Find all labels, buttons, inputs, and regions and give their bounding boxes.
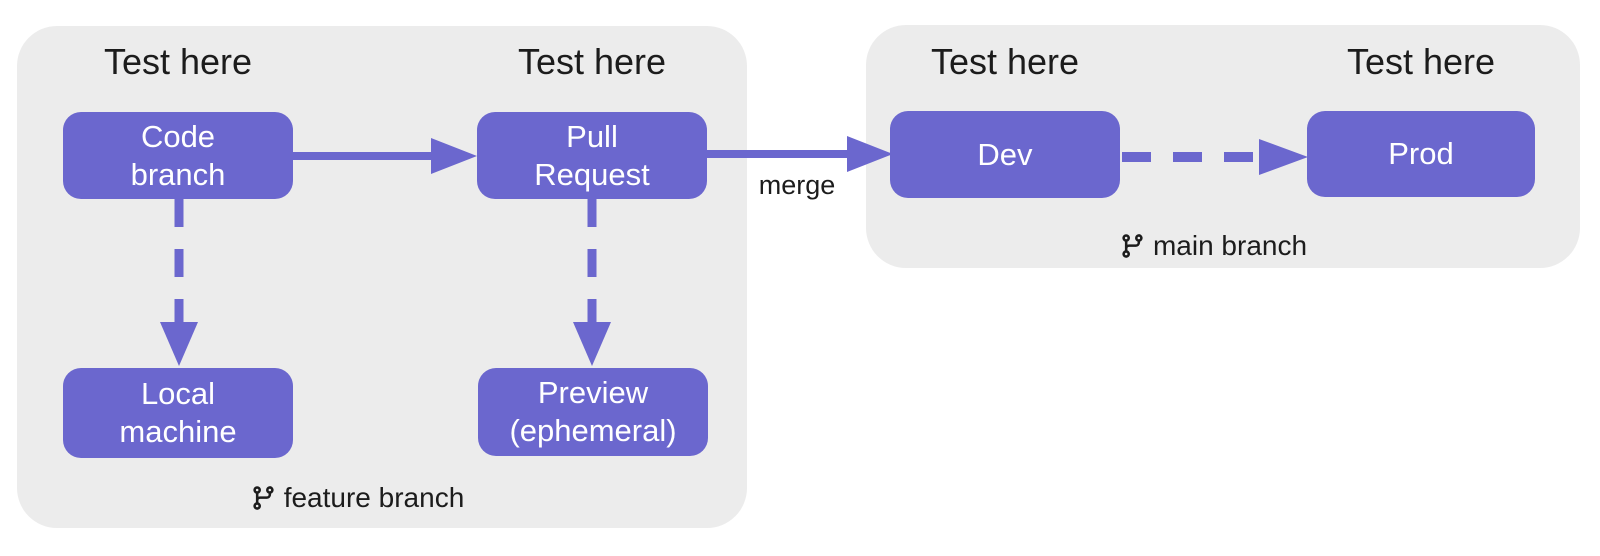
node-preview-ephemeral-label: Preview (ephemeral) [509,375,677,448]
test-here-label-code: Test here [103,41,253,82]
test-here-label-dev: Test here [930,41,1080,82]
node-code-branch-label: Code branch [130,118,226,192]
main-branch-label: main branch [1013,227,1413,265]
git-branch-icon [1122,234,1143,258]
node-pull-request: Pull Request [477,112,707,199]
git-branch-icon [253,486,274,510]
main-branch-text: main branch [1152,230,1308,261]
feature-branch-label: feature branch [157,479,557,517]
feature-branch-text: feature branch [283,482,465,513]
test-here-label-pr: Test here [517,41,667,82]
node-dev: Dev [890,111,1120,198]
node-dev-label: Dev [977,136,1033,172]
node-local-machine-label: Local machine [119,376,237,449]
node-prod-label: Prod [1388,136,1454,171]
node-local-machine: Local machine [63,368,293,458]
merge-edge-label: merge [758,170,836,200]
node-prod: Prod [1307,111,1535,197]
test-here-label-prod: Test here [1346,41,1496,82]
node-code-branch: Code branch [63,112,293,199]
node-pull-request-label: Pull Request [534,118,650,192]
node-preview-ephemeral: Preview (ephemeral) [478,368,708,456]
